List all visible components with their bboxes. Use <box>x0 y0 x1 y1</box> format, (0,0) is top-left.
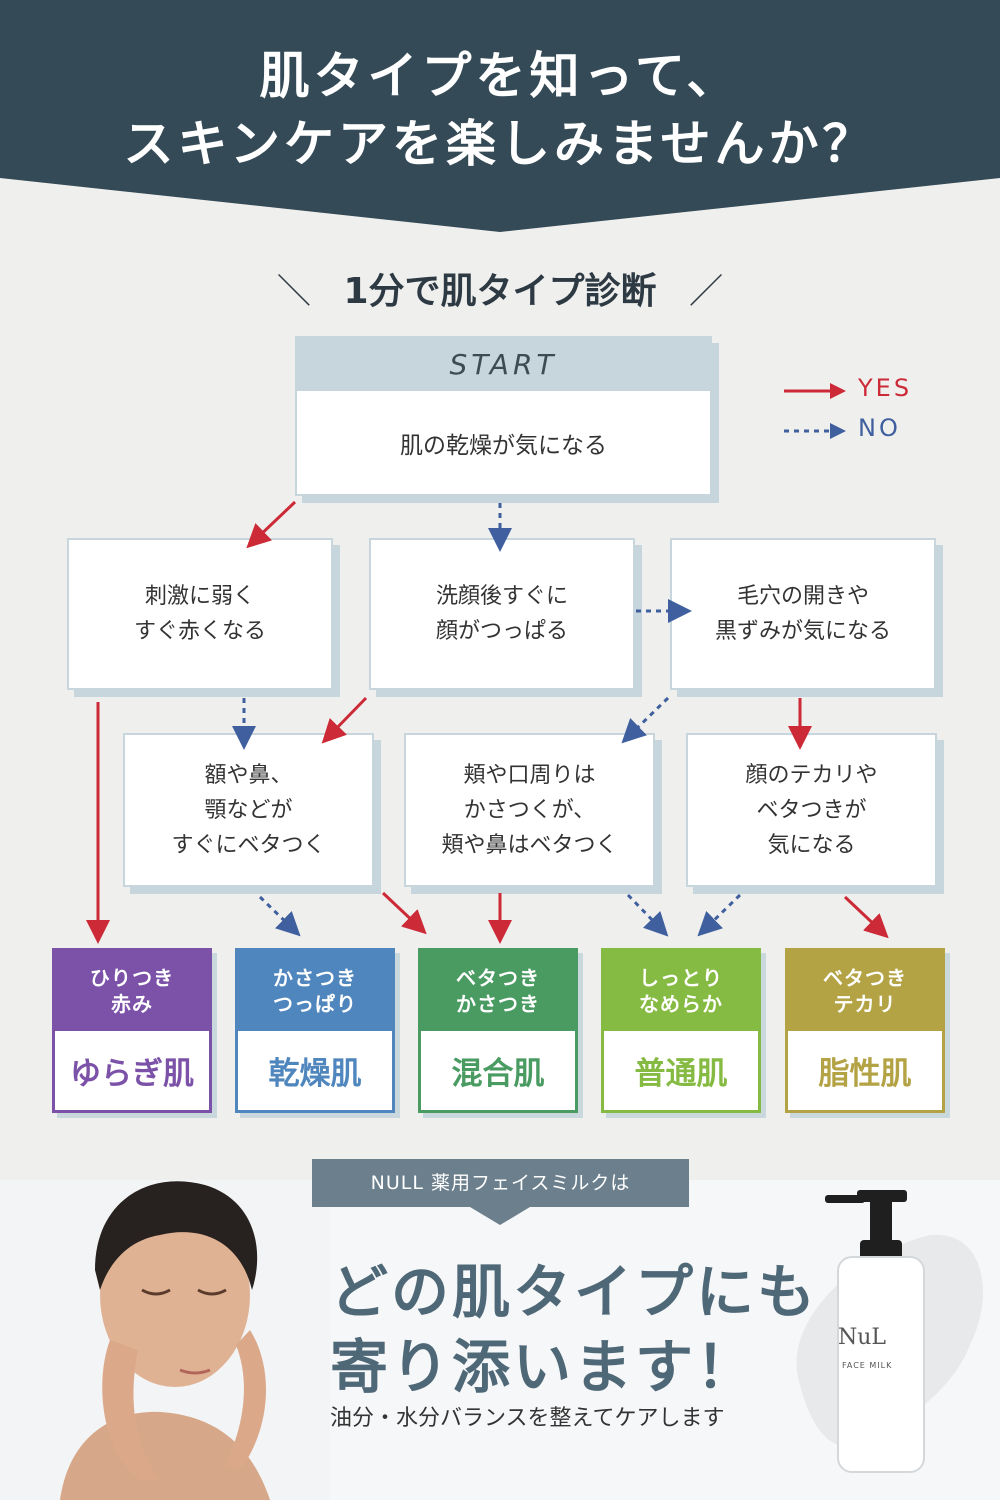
product-name: FACE MILK <box>842 1361 893 1370</box>
title-text: 1分で肌タイプ診断 <box>343 271 657 312</box>
product-section: NuL FACE MILK <box>0 1180 1000 1500</box>
arrow-yes <box>381 891 427 935</box>
header-line-2: スキンケアを楽しみませんか？ <box>123 115 877 173</box>
product-banner: NULL 薬用フェイスミルクは <box>312 1159 689 1207</box>
question-shine: 顔のテカリや ベタつきが 気になる <box>686 733 937 887</box>
result-skin-type: 混合肌 <box>451 1056 545 1092</box>
arrow-no <box>258 895 301 937</box>
result-card-normal: しっとり なめらか普通肌 <box>601 948 761 1113</box>
header-banner: 肌タイプを知って、 スキンケアを楽しみませんか？ <box>0 0 1000 235</box>
result-skin-type: 普通肌 <box>634 1056 728 1092</box>
result-symptom: ベタつき かさつき <box>421 951 575 1031</box>
arrow-no <box>626 893 669 937</box>
legend-arrows <box>784 383 846 439</box>
result-card-sensitive: ひりつき 赤みゆらぎ肌 <box>52 948 212 1113</box>
result-symptom: しっとり なめらか <box>604 951 758 1031</box>
arrow-yes <box>843 895 889 939</box>
result-symptom: ベタつき テカリ <box>788 951 942 1031</box>
header-background <box>0 0 1000 232</box>
man-photo <box>0 1180 330 1500</box>
banner-pointer <box>470 1207 530 1225</box>
diagnosis-title: ＼ 1分で肌タイプ診断 ／ <box>0 262 1000 314</box>
question-tzone-oily: 額や鼻、 顎などが すぐにベタつく <box>123 733 374 887</box>
tagline: 油分・水分バランスを整えてケアします <box>330 1406 725 1431</box>
question-cheeks-dry: 頬や口周りは かさつくが、 頬や鼻はベタつく <box>404 733 655 887</box>
result-symptom: かさつき つっぱり <box>238 951 392 1031</box>
arrow-yes <box>246 500 297 549</box>
arrow-no <box>697 893 742 937</box>
header-line-1: 肌タイプを知って、 <box>259 47 741 105</box>
product-bottle-image <box>796 1190 983 1473</box>
arrow-no <box>621 696 670 744</box>
title-slash-left: ＼ <box>276 272 311 312</box>
arrow-yes <box>321 696 368 744</box>
start-box: START 肌の乾燥が気になる <box>295 336 712 496</box>
question-irritation: 刺激に弱く すぐ赤くなる <box>67 538 333 690</box>
legend-yes: YES <box>858 374 913 402</box>
question-tight-after-wash: 洗顔後すぐに 顔がつっぱる <box>369 538 635 690</box>
start-label: START <box>297 338 710 391</box>
product-brand-mark: NuL <box>838 1325 887 1350</box>
result-skin-type: ゆらぎ肌 <box>70 1056 194 1092</box>
flow-arrows <box>86 500 889 944</box>
result-symptom: ひりつき 赤み <box>55 951 209 1031</box>
headline-line-2: 寄り添います！ <box>330 1333 758 1401</box>
title-slash-right: ／ <box>689 272 724 312</box>
result-skin-type: 脂性肌 <box>818 1056 912 1092</box>
result-card-oily: ベタつき テカリ脂性肌 <box>785 948 945 1113</box>
result-skin-type: 乾燥肌 <box>268 1056 362 1092</box>
result-card-combination: ベタつき かさつき混合肌 <box>418 948 578 1113</box>
legend-no: NO <box>858 414 901 442</box>
start-question: 肌の乾燥が気になる <box>400 432 607 459</box>
result-card-dry: かさつき つっぱり乾燥肌 <box>235 948 395 1113</box>
question-pores: 毛穴の開きや 黒ずみが気になる <box>670 538 936 690</box>
headline-line-1: どの肌タイプにも <box>330 1258 819 1326</box>
